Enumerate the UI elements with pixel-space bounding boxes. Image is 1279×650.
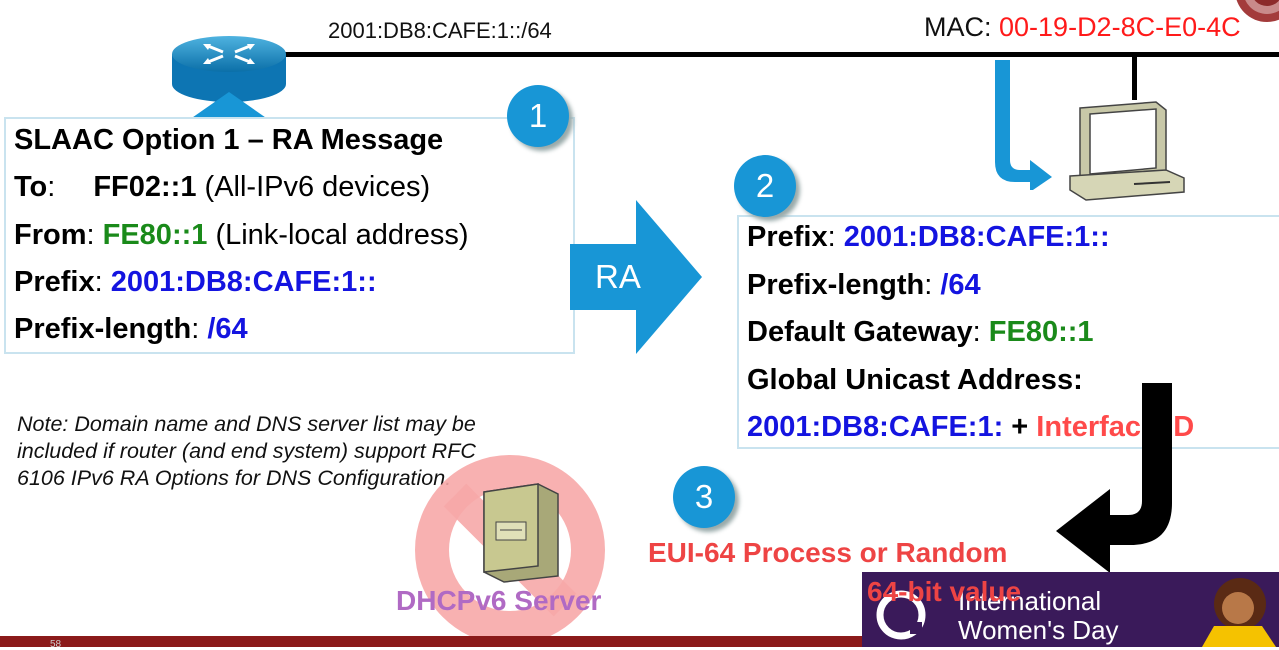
host-prefix-sep: : <box>827 221 844 253</box>
prefix-length-label: Prefix-length <box>14 313 192 345</box>
process-arrow-icon <box>1056 383 1172 573</box>
host-prefix-length-sep: : <box>924 269 941 301</box>
computer-icon <box>1069 101 1185 201</box>
prefix-sep: : <box>94 266 111 298</box>
server-icon <box>483 483 559 583</box>
step-badge-3: 3 <box>673 466 735 528</box>
page-number: 58 <box>50 639 62 650</box>
ra-prefix-line: Prefix: 2001:DB8:CAFE:1:: <box>14 266 377 299</box>
ra-prefix-length-line: Prefix-length: /64 <box>14 313 248 346</box>
from-label: From <box>14 219 87 251</box>
host-prefix-value: 2001:DB8:CAFE:1:: <box>843 221 1110 253</box>
gateway-label: Default Gateway <box>747 316 973 348</box>
to-sep: : <box>47 171 56 203</box>
host-prefix-length-label: Prefix-length <box>747 269 925 301</box>
to-desc: (All-IPv6 devices) <box>196 171 431 203</box>
network-prefix-label: 2001:DB8:CAFE:1::/64 <box>328 18 552 43</box>
ra-arrow-label: RA <box>595 258 641 295</box>
ra-to-line: To: FF02::1 (All-IPv6 devices) <box>14 171 430 204</box>
to-host-arrow-icon <box>995 60 1052 190</box>
from-sep: : <box>86 219 103 251</box>
gateway-sep: : <box>972 316 989 348</box>
prefix-length-sep: : <box>191 313 208 345</box>
network-link-line <box>240 52 1279 57</box>
host-prefix-length-line: Prefix-length: /64 <box>747 269 981 302</box>
iwd-logo-icon <box>876 590 926 640</box>
ra-message-title: SLAAC Option 1 – RA Message <box>14 124 444 156</box>
iwd-text-line2: Women's Day <box>958 615 1119 645</box>
footer-bar <box>0 636 1279 647</box>
eui-process-label: EUI-64 Process or Random <box>648 537 1008 568</box>
step-badge-1: 1 <box>507 85 569 147</box>
to-value: FF02::1 <box>93 171 197 203</box>
from-value: FE80::1 <box>102 219 208 251</box>
mac-label-text: MAC: <box>924 12 1000 42</box>
host-prefix-length-value: /64 <box>940 269 981 301</box>
router-icon <box>172 36 286 122</box>
dhcpv6-server-label: DHCPv6 Server <box>396 585 602 616</box>
host-prefix-line: Prefix: 2001:DB8:CAFE:1:: <box>747 221 1110 254</box>
from-desc: (Link-local address) <box>207 219 469 251</box>
host-drop-line <box>1132 55 1137 100</box>
gua-plus: + <box>1003 411 1037 443</box>
mac-address-label: MAC: 00-19-D2-8C-E0-4C <box>924 12 1241 43</box>
university-seal-icon <box>1236 0 1279 22</box>
gua-label: Global Unicast Address: <box>747 364 1083 396</box>
to-label: To <box>14 171 48 203</box>
prefix-value: 2001:DB8:CAFE:1:: <box>110 266 377 298</box>
dns-note: Note: Domain name and DNS server list ma… <box>17 412 476 490</box>
gateway-value: FE80::1 <box>988 316 1094 348</box>
prefix-length-value: /64 <box>207 313 248 345</box>
host-gateway-line: Default Gateway: FE80::1 <box>747 316 1094 349</box>
host-prefix-label: Prefix <box>747 221 828 253</box>
ra-arrow-icon <box>570 200 702 354</box>
eui-process-label-2: 64-bit value <box>867 576 1022 607</box>
mac-value: 00-19-D2-8C-E0-4C <box>999 12 1241 42</box>
ra-from-line: From: FE80::1 (Link-local address) <box>14 219 469 252</box>
ra-message-box <box>4 117 575 354</box>
step-badge-2: 2 <box>734 155 796 217</box>
prefix-label: Prefix <box>14 266 95 298</box>
host-config-box <box>737 215 1279 449</box>
iwd-text-line1: International <box>958 586 1102 616</box>
gua-prefix: 2001:DB8:CAFE:1: <box>747 411 1004 443</box>
iwd-illustration-icon <box>1202 578 1276 647</box>
